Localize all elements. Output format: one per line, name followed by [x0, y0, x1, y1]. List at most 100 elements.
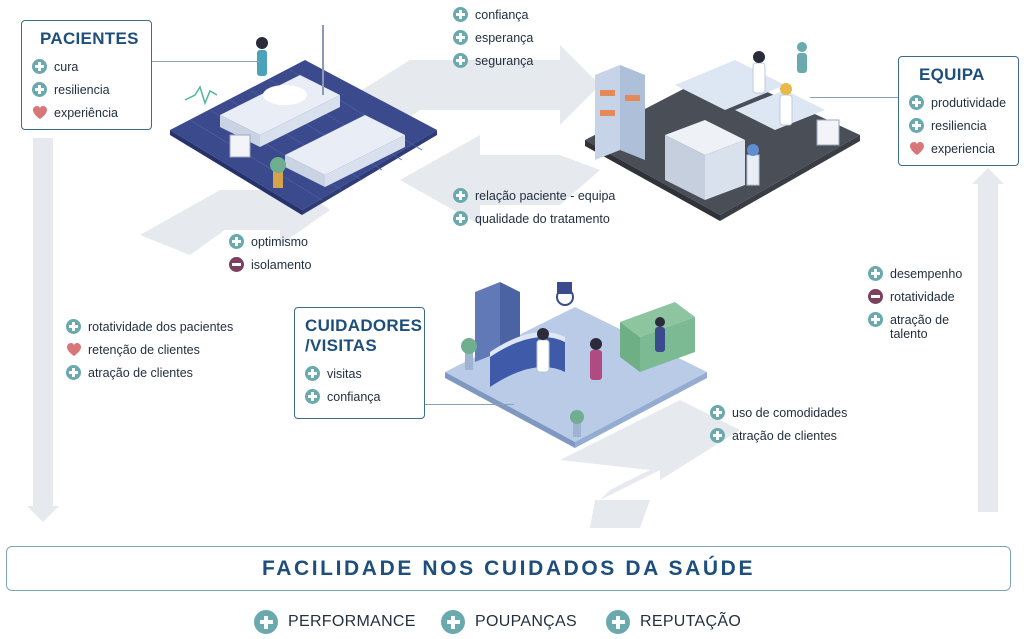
plus-icon: [441, 610, 465, 634]
plus-icon: [606, 610, 630, 634]
list-item-label: atração de talento: [890, 313, 950, 341]
list-item-label: experiencia: [931, 142, 995, 156]
bottom-center-benefits-list: uso de comodidades atração de clientes: [710, 405, 847, 451]
list-item: rotatividade dos pacientes: [66, 319, 233, 334]
equipa-box: EQUIPA produtividade resiliencia experienc…: [898, 56, 1019, 166]
list-item: cura: [32, 59, 141, 74]
list-item-label: retenção de clientes: [88, 343, 200, 357]
banner: FACILIDADE NOS CUIDADOS DA SAÚDE: [6, 546, 1011, 591]
list-item-label: confiança: [475, 8, 529, 22]
cuidadores-list: visitas confiança: [305, 366, 414, 404]
list-item-label: experiência: [54, 106, 118, 120]
list-item-label: confiança: [327, 390, 381, 404]
list-item-label: atração de clientes: [88, 366, 193, 380]
list-item: retenção de clientes: [66, 342, 233, 357]
plus-icon: [66, 319, 81, 334]
right-up-arrow: [972, 168, 1004, 512]
staff-room-illustration: [585, 42, 860, 221]
equipa-title: EQUIPA: [919, 65, 985, 84]
minus-icon: [868, 289, 883, 304]
plus-icon: [909, 118, 924, 133]
plus-icon: [868, 266, 883, 281]
middle-benefits-list: relação paciente - equipa qualidade do tr…: [453, 188, 615, 234]
list-item-label: visitas: [327, 367, 362, 381]
plus-icon: [66, 365, 81, 380]
list-item-label: cura: [54, 60, 79, 74]
footer-performance: PERFORMANCE: [254, 610, 416, 634]
plus-icon: [254, 610, 278, 634]
list-item: confiança: [453, 7, 533, 22]
banner-title: FACILIDADE NOS CUIDADOS DA SAÚDE: [261, 556, 756, 580]
right-benefits-list: desempenho rotatividade atração de talento: [868, 266, 978, 349]
plus-icon: [868, 312, 883, 327]
pacientes-list: cura resiliencia experiência: [32, 59, 141, 120]
equipa-connector: [810, 97, 898, 98]
list-item-label: rotatividade: [890, 290, 955, 304]
list-item: segurança: [453, 53, 533, 68]
list-item: atração de clientes: [710, 428, 847, 443]
list-item: visitas: [305, 366, 414, 381]
list-item: optimismo: [229, 234, 311, 249]
left-down-arrow: [27, 138, 59, 522]
plus-icon: [305, 366, 320, 381]
list-item: rotatividade: [868, 289, 978, 304]
pacientes-connector: [150, 61, 260, 62]
list-item-label: rotatividade dos pacientes: [88, 320, 234, 334]
plus-icon: [453, 30, 468, 45]
plus-icon: [710, 405, 725, 420]
middle-arrow: [400, 135, 600, 225]
plus-icon: [710, 428, 725, 443]
list-item-label: qualidade do tratamento: [475, 212, 610, 226]
patient-room-illustration: [170, 25, 437, 215]
list-item: isolamento: [229, 257, 311, 272]
list-item: atração de clientes: [66, 365, 233, 380]
pacientes-box: PACIENTES cura resiliencia experiência: [21, 20, 152, 130]
list-item: resiliencia: [909, 118, 1008, 133]
list-item: uso de comodidades: [710, 405, 847, 420]
plus-icon: [453, 53, 468, 68]
cuidadores-title-line2: /VISITAS: [305, 336, 377, 355]
list-item: qualidade do tratamento: [453, 211, 615, 226]
plus-icon: [453, 7, 468, 22]
list-item: produtividade: [909, 95, 1008, 110]
heart-icon: [66, 342, 81, 357]
list-item: experiência: [32, 105, 141, 120]
list-item-label: produtividade: [931, 96, 1007, 110]
plus-icon: [909, 95, 924, 110]
cuidadores-connector: [424, 404, 514, 405]
footer-label: REPUTAÇÃO: [640, 613, 742, 630]
footer-poupancas: POUPANÇAS: [441, 610, 577, 634]
list-item: experiencia: [909, 141, 1008, 156]
list-item-label: resiliencia: [54, 83, 110, 97]
list-item-label: relação paciente - equipa: [475, 189, 616, 203]
top-benefits-list: confiança esperança segurança: [453, 7, 533, 76]
list-item: atração de talento: [868, 312, 978, 341]
left-benefits-list: rotatividade dos pacientes retenção de cl…: [66, 319, 233, 388]
list-item-label: isolamento: [251, 258, 312, 272]
pacientes-title: PACIENTES: [40, 29, 139, 48]
minus-icon: [229, 257, 244, 272]
list-item: esperança: [453, 30, 533, 45]
list-item-label: optimismo: [251, 235, 308, 249]
footer-label: POUPANÇAS: [475, 613, 577, 630]
list-item: confiança: [305, 389, 414, 404]
plus-icon: [229, 234, 244, 249]
list-item-label: uso de comodidades: [732, 406, 848, 420]
footer-label: PERFORMANCE: [288, 613, 416, 630]
list-item: resiliencia: [32, 82, 141, 97]
footer-reputacao: REPUTAÇÃO: [606, 610, 741, 634]
list-item-label: resiliencia: [931, 119, 987, 133]
plus-icon: [453, 211, 468, 226]
heart-icon: [32, 105, 47, 120]
plus-icon: [305, 389, 320, 404]
list-item: desempenho: [868, 266, 978, 281]
list-item: relação paciente - equipa: [453, 188, 615, 203]
equipa-list: produtividade resiliencia experiencia: [909, 95, 1008, 156]
list-item-label: segurança: [475, 54, 534, 68]
plus-icon: [453, 188, 468, 203]
list-item-label: esperança: [475, 31, 534, 45]
list-item-label: atração de clientes: [732, 429, 837, 443]
center-left-benefits-list: optimismo isolamento: [229, 234, 311, 280]
plus-icon: [32, 59, 47, 74]
